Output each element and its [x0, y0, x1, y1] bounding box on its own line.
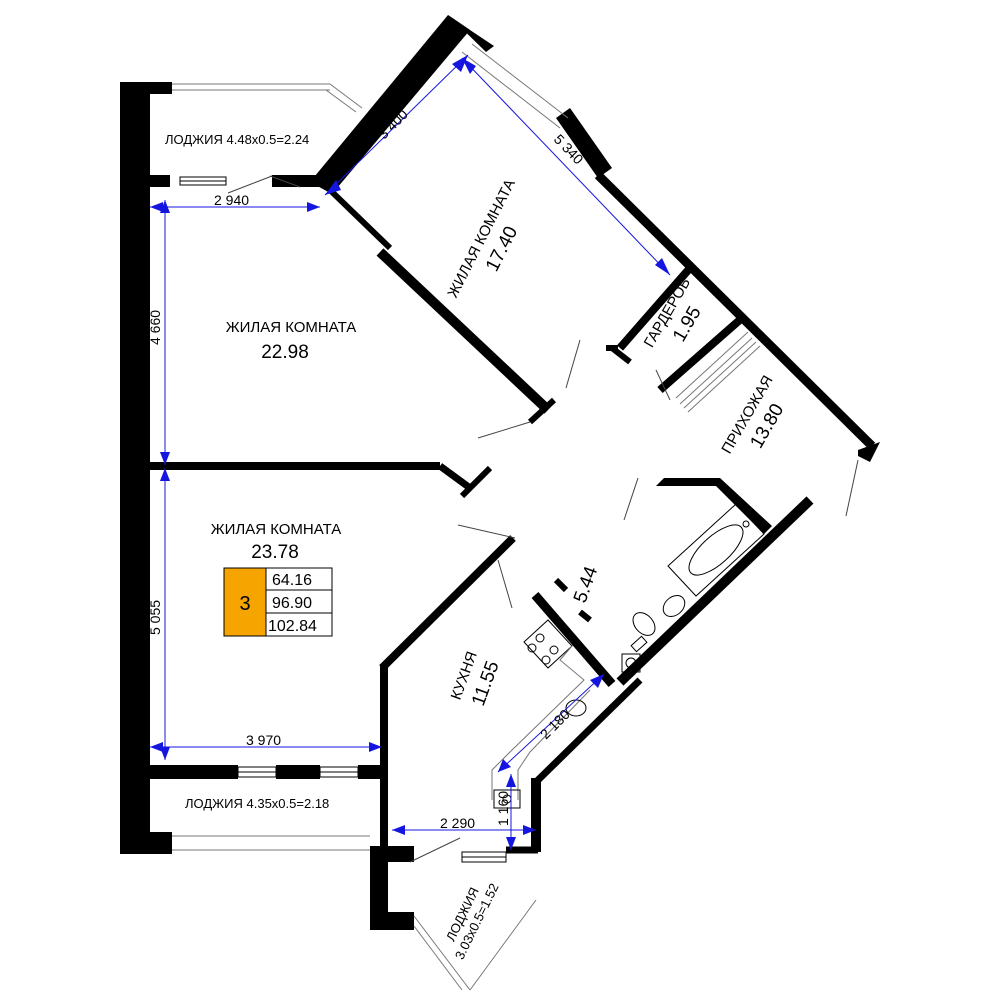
- loggia-corner-label: ЛОДЖИЯ 3.03х0.5=1.52: [443, 881, 502, 962]
- loggia-glazing: [172, 43, 569, 991]
- rooms-count: 3: [239, 593, 250, 615]
- door-swings: [227, 175, 859, 863]
- room-label-kitchen: КУХНЯ 11.55: [448, 649, 504, 709]
- room-area-living-mid: 22.98: [261, 342, 309, 363]
- bathtub: [667, 503, 765, 597]
- loggia-top-label: ЛОДЖИЯ 4.48х0.5=2.24: [165, 132, 309, 147]
- loggia-bottom-label: ЛОДЖИЯ 4.35х0.5=2.18: [185, 796, 329, 811]
- kitchen-counter: [491, 645, 591, 809]
- washbasin: [662, 595, 686, 617]
- dim-2180-label: 2 180: [537, 706, 573, 742]
- windows: [179, 176, 507, 863]
- dim-4660-label: 4 660: [147, 310, 163, 345]
- dimension-lines: [150, 54, 671, 850]
- dim-1160-label: 1 160: [495, 791, 511, 826]
- wardrobe-hatch: [675, 331, 761, 413]
- walls: [120, 15, 880, 930]
- dim-3970-label: 3 970: [246, 732, 281, 748]
- dim-2940-label: 2 940: [214, 192, 249, 208]
- dim-2290-label: 2 290: [440, 815, 475, 831]
- area-summary-badge: 3 64.16 96.90 102.84: [223, 567, 333, 637]
- room-name-living-bottom: ЖИЛАЯ КОМНАТА: [211, 521, 342, 538]
- toilet: [630, 612, 656, 653]
- room-label-living-top: ЖИЛАЯ КОМНАТА 17.40: [444, 177, 522, 301]
- room-name-living-mid: ЖИЛАЯ КОМНАТА: [226, 319, 357, 336]
- washing-machine: [621, 653, 641, 673]
- total-area-value: 96.90: [272, 595, 312, 612]
- living-area-value: 64.16: [272, 572, 312, 589]
- room-label-hallway: ПРИХОЖАЯ 13.80: [718, 373, 788, 457]
- total-with-loggias-value: 102.84: [268, 618, 317, 635]
- room-area-living-bottom: 23.78: [251, 542, 299, 563]
- room-area-bathroom: 5.44: [570, 563, 603, 605]
- dim-5055-label: 5 055: [147, 600, 163, 635]
